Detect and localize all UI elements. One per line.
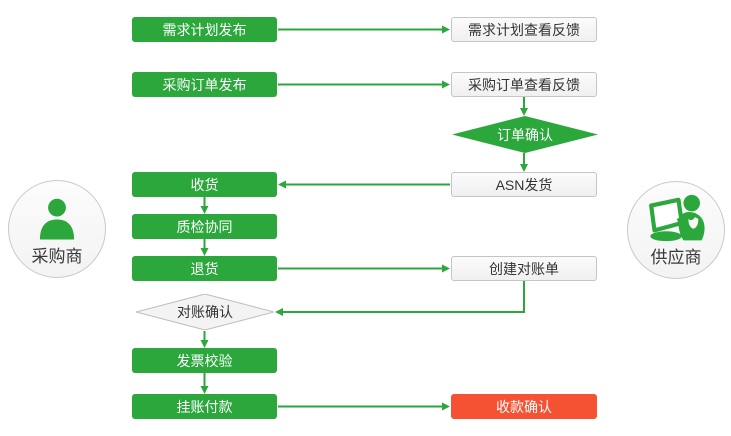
node-receipt-confirm: 收款确认 <box>451 394 597 419</box>
node-order-confirm-label: 订单确认 <box>497 126 553 143</box>
node-order-confirm-diamond: 订单确认 <box>452 116 598 153</box>
node-demand-plan-publish: 需求计划发布 <box>132 17 277 42</box>
actor-buyer: 采购商 <box>8 180 106 278</box>
node-invoice-check: 发票校验 <box>132 348 277 373</box>
buyer-person-icon <box>39 198 75 240</box>
node-quality-collab: 质检协同 <box>132 214 277 239</box>
node-demand-plan-feedback: 需求计划查看反馈 <box>451 17 597 42</box>
arrow-statement-to-reconcile <box>275 281 525 316</box>
actor-supplier: 供应商 <box>627 181 725 279</box>
node-receive-goods: 收货 <box>132 172 277 197</box>
order-confirm-diamond-shape <box>452 116 598 153</box>
reconcile-diamond-shape <box>136 294 274 330</box>
node-reconcile-confirm-diamond: 对账确认 <box>136 294 274 330</box>
node-po-publish: 采购订单发布 <box>132 72 277 97</box>
node-reconcile-confirm-label: 对账确认 <box>177 304 233 320</box>
supplier-laptop-person-icon <box>649 194 705 242</box>
actor-buyer-label: 采购商 <box>31 247 83 266</box>
node-po-feedback: 采购订单查看反馈 <box>451 72 597 97</box>
node-asn-shipment: ASN发货 <box>451 172 597 197</box>
node-return-goods: 退货 <box>132 256 277 281</box>
node-create-statement: 创建对账单 <box>451 256 597 281</box>
actor-supplier-label: 供应商 <box>650 248 702 267</box>
node-payment-on-account: 挂账付款 <box>132 394 277 419</box>
